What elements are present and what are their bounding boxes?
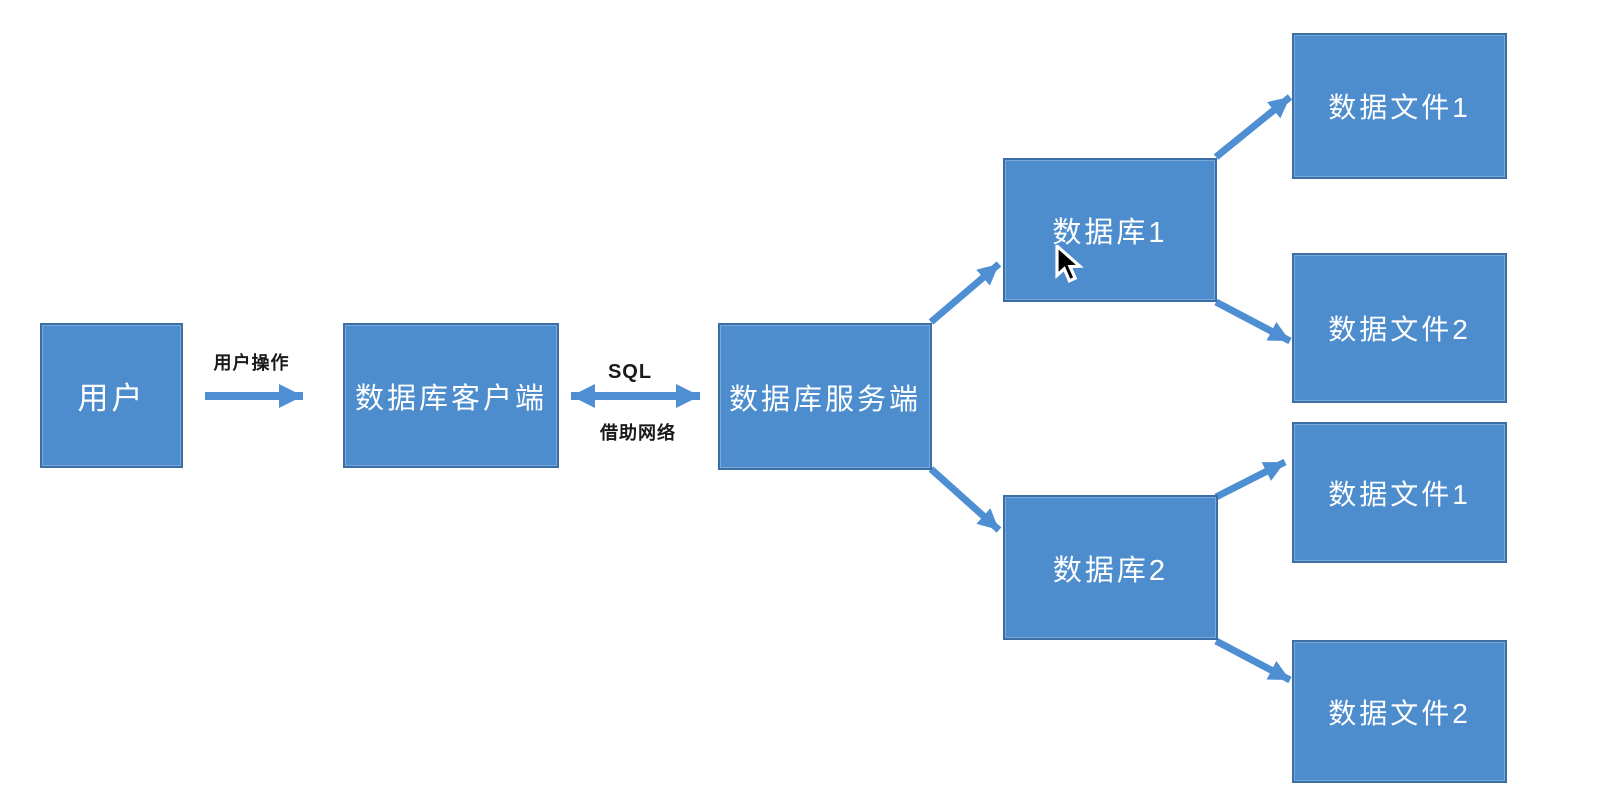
- arrow-db2-to-file2: [1214, 637, 1292, 684]
- arrow-server-to-db2: [928, 466, 1002, 533]
- arrow-server-to-db1: [928, 261, 1002, 325]
- node-data-file-2-of-db1: 数据文件2: [1292, 253, 1507, 403]
- node-database-client: 数据库客户端: [343, 323, 559, 468]
- mouse-cursor-icon: [1055, 245, 1084, 283]
- node-data-file-1-of-db1: 数据文件1: [1292, 33, 1507, 179]
- node-data-file-1-of-db2: 数据文件1: [1292, 422, 1507, 563]
- node-database-server: 数据库服务端: [718, 323, 932, 470]
- node-database-2: 数据库2: [1003, 495, 1218, 640]
- edge-label-user-action: 用户操作: [213, 353, 290, 373]
- node-data-file-2-of-db2: 数据文件2: [1292, 640, 1507, 783]
- edge-label-via-network: 借助网络: [600, 423, 676, 443]
- arrow-db1-to-file1: [1213, 94, 1293, 160]
- edge-label-sql: SQL: [607, 361, 653, 383]
- node-database-1: 数据库1: [1003, 158, 1217, 302]
- node-user: 用户: [40, 323, 183, 468]
- arrow-db1-to-file2: [1214, 298, 1292, 345]
- arrow-db2-to-file1: [1214, 458, 1287, 501]
